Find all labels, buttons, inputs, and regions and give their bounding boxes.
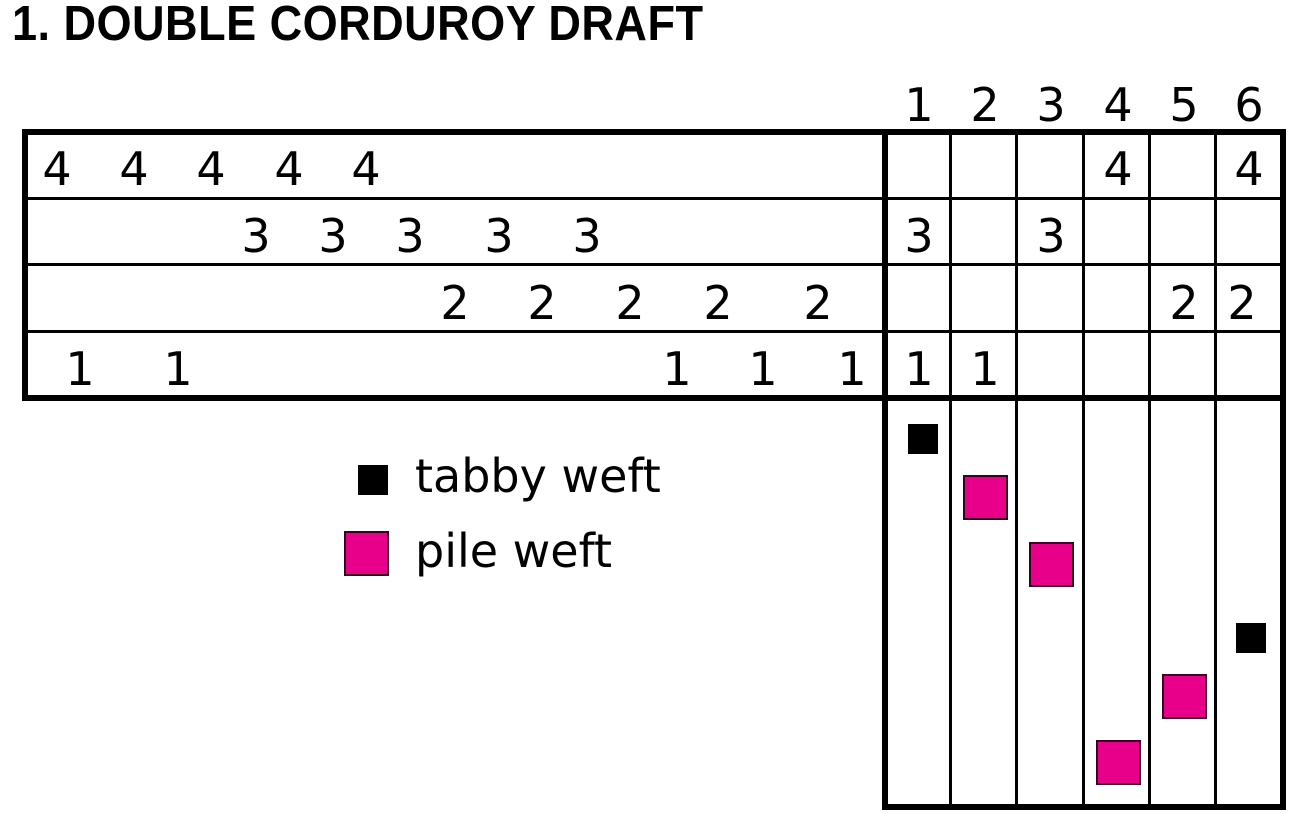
threading-cell: 2 <box>615 276 645 330</box>
legend-label-tabby: tabby weft <box>415 449 661 503</box>
tieup-cell: 4 <box>1234 142 1264 196</box>
grid-row-line <box>22 197 1284 200</box>
column-header-2: 2 <box>970 78 1000 132</box>
threading-cell: 1 <box>748 342 778 396</box>
threading-cell: 2 <box>703 276 733 330</box>
pile-weft-marker <box>963 475 1008 520</box>
grid-right-border <box>1280 129 1286 810</box>
tieup-cell: 1 <box>970 342 1000 396</box>
threading-cell: 3 <box>318 209 348 263</box>
column-header-5: 5 <box>1169 78 1199 132</box>
grid-top-border <box>22 129 1286 135</box>
column-header-4: 4 <box>1103 78 1133 132</box>
tabby-weft-marker <box>908 424 938 454</box>
pile-weft-swatch <box>344 531 389 576</box>
column-header-3: 3 <box>1036 78 1066 132</box>
threading-cell: 4 <box>196 142 226 196</box>
threading-cell: 2 <box>527 276 557 330</box>
tabby-weft-swatch <box>358 465 388 495</box>
pile-weft-marker <box>1096 740 1141 785</box>
threading-cell: 4 <box>351 142 381 196</box>
pile-weft-marker <box>1162 674 1207 719</box>
grid-divider <box>882 129 888 810</box>
threading-cell: 3 <box>484 209 514 263</box>
column-header-1: 1 <box>904 78 934 132</box>
grid-threading-bottom <box>22 395 1286 401</box>
threading-cell: 3 <box>572 209 602 263</box>
grid-column-line <box>1214 132 1217 808</box>
threading-cell: 1 <box>662 342 692 396</box>
threading-cell: 4 <box>119 142 149 196</box>
threading-cell: 1 <box>65 342 95 396</box>
grid-row-line <box>22 330 1284 333</box>
threading-cell: 4 <box>274 142 304 196</box>
tieup-cell: 3 <box>904 209 934 263</box>
threading-cell: 1 <box>163 342 193 396</box>
tieup-cell: 3 <box>1036 209 1066 263</box>
threading-cell: 4 <box>42 142 72 196</box>
grid-column-line <box>949 132 952 808</box>
threading-cell: 2 <box>803 276 833 330</box>
column-header-6: 6 <box>1234 78 1264 132</box>
grid-column-line <box>1148 132 1151 808</box>
legend-label-pile: pile weft <box>415 524 613 578</box>
grid-bottom-border <box>882 804 1286 810</box>
pile-weft-marker <box>1029 542 1074 587</box>
tieup-cell: 1 <box>904 342 934 396</box>
grid-column-line <box>1015 132 1018 808</box>
grid-row-line <box>22 263 1284 266</box>
threading-cell: 1 <box>837 342 867 396</box>
tieup-cell: 2 <box>1169 276 1199 330</box>
tabby-weft-marker <box>1236 623 1266 653</box>
threading-cell: 3 <box>241 209 271 263</box>
page-title: 1. DOUBLE CORDUROY DRAFT <box>12 0 704 51</box>
threading-cell: 3 <box>395 209 425 263</box>
tieup-cell: 4 <box>1103 142 1133 196</box>
threading-cell: 2 <box>440 276 470 330</box>
tieup-cell: 2 <box>1227 276 1257 330</box>
grid-column-line <box>1082 132 1085 808</box>
